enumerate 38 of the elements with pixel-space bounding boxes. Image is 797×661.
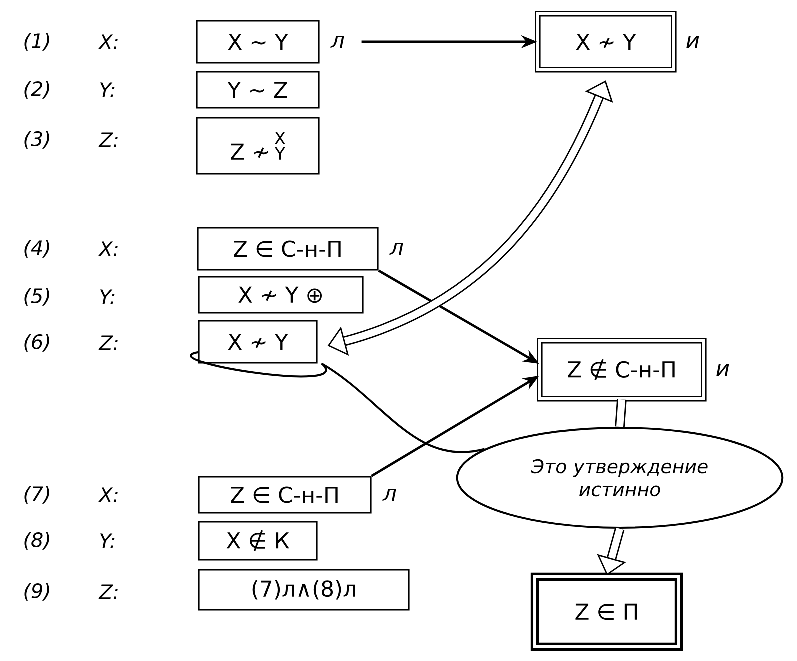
hollow-connector xyxy=(615,399,627,428)
speaker-label: Z: xyxy=(98,584,118,600)
row-number: (9) xyxy=(24,583,50,601)
statement-box: X ∼ Y xyxy=(196,20,320,64)
statement-box: Z ≁ X Y xyxy=(196,117,320,175)
row-number: (7) xyxy=(24,486,50,504)
statement-box: X ∉ К xyxy=(198,521,318,561)
row-number: (5) xyxy=(24,288,50,306)
row-number: (4) xyxy=(24,240,50,258)
row-number: (6) xyxy=(24,334,50,352)
bubble-tail xyxy=(190,352,485,454)
truth-value-label: л xyxy=(330,36,344,48)
result-box: Z ∈ П xyxy=(530,572,684,652)
statement-box: X ≁ Y xyxy=(198,320,318,364)
speaker-label: Z: xyxy=(98,132,118,148)
speaker-label: Z: xyxy=(98,336,118,350)
statement-box: (7)л∧(8)л xyxy=(198,569,410,611)
statement-box: Y ∼ Z xyxy=(196,71,320,109)
truth-value-label: и xyxy=(716,364,730,376)
speaker-label: X: xyxy=(98,488,118,502)
row-number: (2) xyxy=(24,81,50,99)
row-number: (3) xyxy=(24,131,50,149)
truth-value-label: л xyxy=(382,489,396,501)
speaker-label: X: xyxy=(98,242,118,256)
speaker-label: Y: xyxy=(100,534,115,548)
statement-box: Z ∈ С-н-П xyxy=(198,476,372,514)
conclusion-box: X ≁ Y xyxy=(535,11,677,73)
speaker-label: X: xyxy=(98,34,118,50)
truth-value-label: и xyxy=(686,36,700,48)
statement-box: X ≁ Y ⊕ xyxy=(198,276,364,314)
speech-bubble: Это утверждение истинно xyxy=(456,426,784,529)
speaker-label: Y: xyxy=(100,82,115,98)
speaker-label: Y: xyxy=(100,290,115,304)
truth-value-label: л xyxy=(390,243,404,255)
conclusion-box: Z ∉ С-н-П xyxy=(537,338,707,402)
row-number: (1) xyxy=(24,33,50,51)
row-number: (8) xyxy=(24,532,50,550)
statement-box: Z ∈ С-н-П xyxy=(197,227,379,271)
